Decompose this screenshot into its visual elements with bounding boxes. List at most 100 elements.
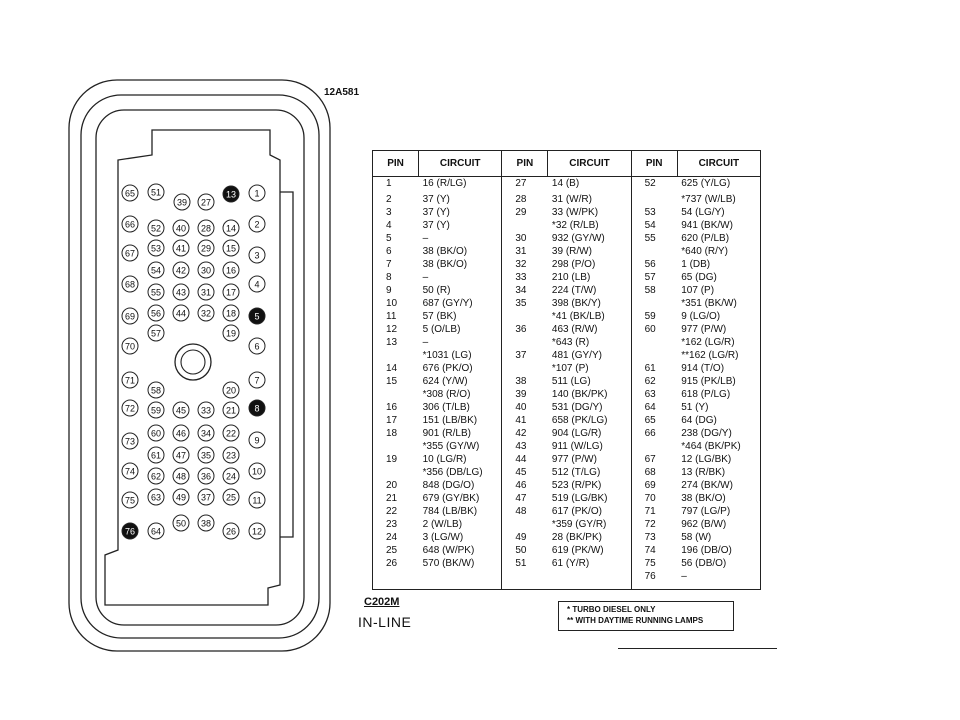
pin-socket <box>172 424 190 442</box>
pin-42: 42 <box>172 261 190 279</box>
pin-number <box>373 570 419 590</box>
circuit-code: 58 (W) <box>681 532 712 543</box>
pin-19: 19 <box>222 324 240 342</box>
pin-number: 17 <box>386 415 398 426</box>
pin-10: 10 <box>248 462 266 480</box>
pin-socket <box>147 488 165 506</box>
pin-16: 16 <box>222 261 240 279</box>
pin-socket <box>197 219 215 237</box>
pin-number: 50 <box>515 545 527 556</box>
circuit-code: 625 (Y/LG) <box>681 178 731 189</box>
pin-label: 62 <box>151 472 161 482</box>
pin-74: 74 <box>121 462 139 480</box>
circuit-code: 481 (GY/Y) <box>547 349 632 362</box>
pin-53: 53 <box>147 239 165 257</box>
circuit-code: 911 (W/LG) <box>547 440 632 453</box>
pin-label: 52 <box>151 224 161 234</box>
pin-socket <box>121 462 139 480</box>
pin-45: 45 <box>172 401 190 419</box>
pin-number: 49 <box>515 532 527 543</box>
pin-36: 36 <box>197 467 215 485</box>
pin-number: 57 <box>644 272 656 283</box>
pin-label: 72 <box>125 404 135 414</box>
pin-number: 53 <box>644 207 656 218</box>
circuit-code: *107 (P) <box>547 362 632 375</box>
pin-number: 46 <box>515 480 527 491</box>
pin-label: 29 <box>201 244 211 254</box>
pin-label: 28 <box>201 224 211 234</box>
pin-socket <box>173 193 191 211</box>
pin-75: 75 <box>121 491 139 509</box>
pin-69: 69 <box>121 307 139 325</box>
pin-number: 10 <box>386 298 398 309</box>
pin-47: 47 <box>172 446 190 464</box>
circuit-code: 676 (PK/O) <box>418 362 503 375</box>
pin-socket <box>172 239 190 257</box>
pin-socket <box>197 424 215 442</box>
pin-number: 61 <box>644 363 656 374</box>
pin-label: 75 <box>125 496 135 506</box>
pin-13: 13 <box>222 185 240 203</box>
pin-label: 51 <box>151 188 161 198</box>
pin-number: 55 <box>644 233 656 244</box>
circuit-code <box>418 570 503 590</box>
pin-socket <box>147 304 165 322</box>
pin-number: 11 <box>386 311 397 322</box>
circuit-code: 54 (LG/Y) <box>681 207 725 218</box>
pin-label: 13 <box>226 190 236 200</box>
circuit-code: *643 (R) <box>547 336 632 349</box>
table-row: 13–*643 (R)*162 (LG/R) <box>373 336 761 349</box>
pin-35: 35 <box>197 446 215 464</box>
pin-number <box>631 349 677 362</box>
pin-number: 60 <box>644 324 656 335</box>
pin-11: 11 <box>248 491 266 509</box>
pin-label: 19 <box>226 329 236 339</box>
pin-label: 50 <box>176 519 186 529</box>
pin-socket <box>222 261 240 279</box>
circuit-code: 306 (T/LB) <box>418 401 503 414</box>
circuit-code: 511 (LG) <box>547 375 632 388</box>
pin-label: 70 <box>125 342 135 352</box>
circuit-code: 620 (P/LB) <box>681 233 730 244</box>
pin-number: 5 <box>386 233 392 244</box>
pin-label: 37 <box>201 493 211 503</box>
circuit-code: 274 (BK/W) <box>681 480 733 491</box>
pin-socket <box>248 275 266 293</box>
pin-label: 65 <box>125 189 135 199</box>
pin-socket <box>121 275 139 293</box>
pin-number: 52 <box>644 178 656 189</box>
pin-label: 6 <box>254 342 259 352</box>
column-header-pin: PIN <box>501 150 549 177</box>
pin-socket <box>147 467 165 485</box>
pin-label: 69 <box>125 312 135 322</box>
circuit-code: *351 (BK/W) <box>681 298 737 309</box>
pin-socket <box>172 304 190 322</box>
pin-49: 49 <box>172 488 190 506</box>
pin-number: 1 <box>386 178 392 189</box>
pin-number <box>502 219 548 232</box>
circuit-code: *32 (R/LB) <box>547 219 632 232</box>
pin-number: 54 <box>644 220 656 231</box>
pin-label: 2 <box>254 220 259 230</box>
pin-number <box>631 440 677 453</box>
pin-number: 12 <box>386 324 398 335</box>
pin-label: 48 <box>176 472 186 482</box>
pin-number: 30 <box>515 233 527 244</box>
pin-label: 3 <box>254 251 259 261</box>
pin-socket <box>147 261 165 279</box>
pin-number <box>502 310 548 323</box>
pin-number: 74 <box>644 545 656 556</box>
pin-62: 62 <box>147 467 165 485</box>
pin-label: 5 <box>254 312 259 322</box>
column-header-circuit: CIRCUIT <box>418 150 503 177</box>
pin-label: 26 <box>226 527 236 537</box>
circuit-code: 784 (LB/BK) <box>418 505 503 518</box>
pin-21: 21 <box>222 401 240 419</box>
connector-body <box>95 109 305 626</box>
pin-30: 30 <box>197 261 215 279</box>
pin-number <box>502 362 548 375</box>
